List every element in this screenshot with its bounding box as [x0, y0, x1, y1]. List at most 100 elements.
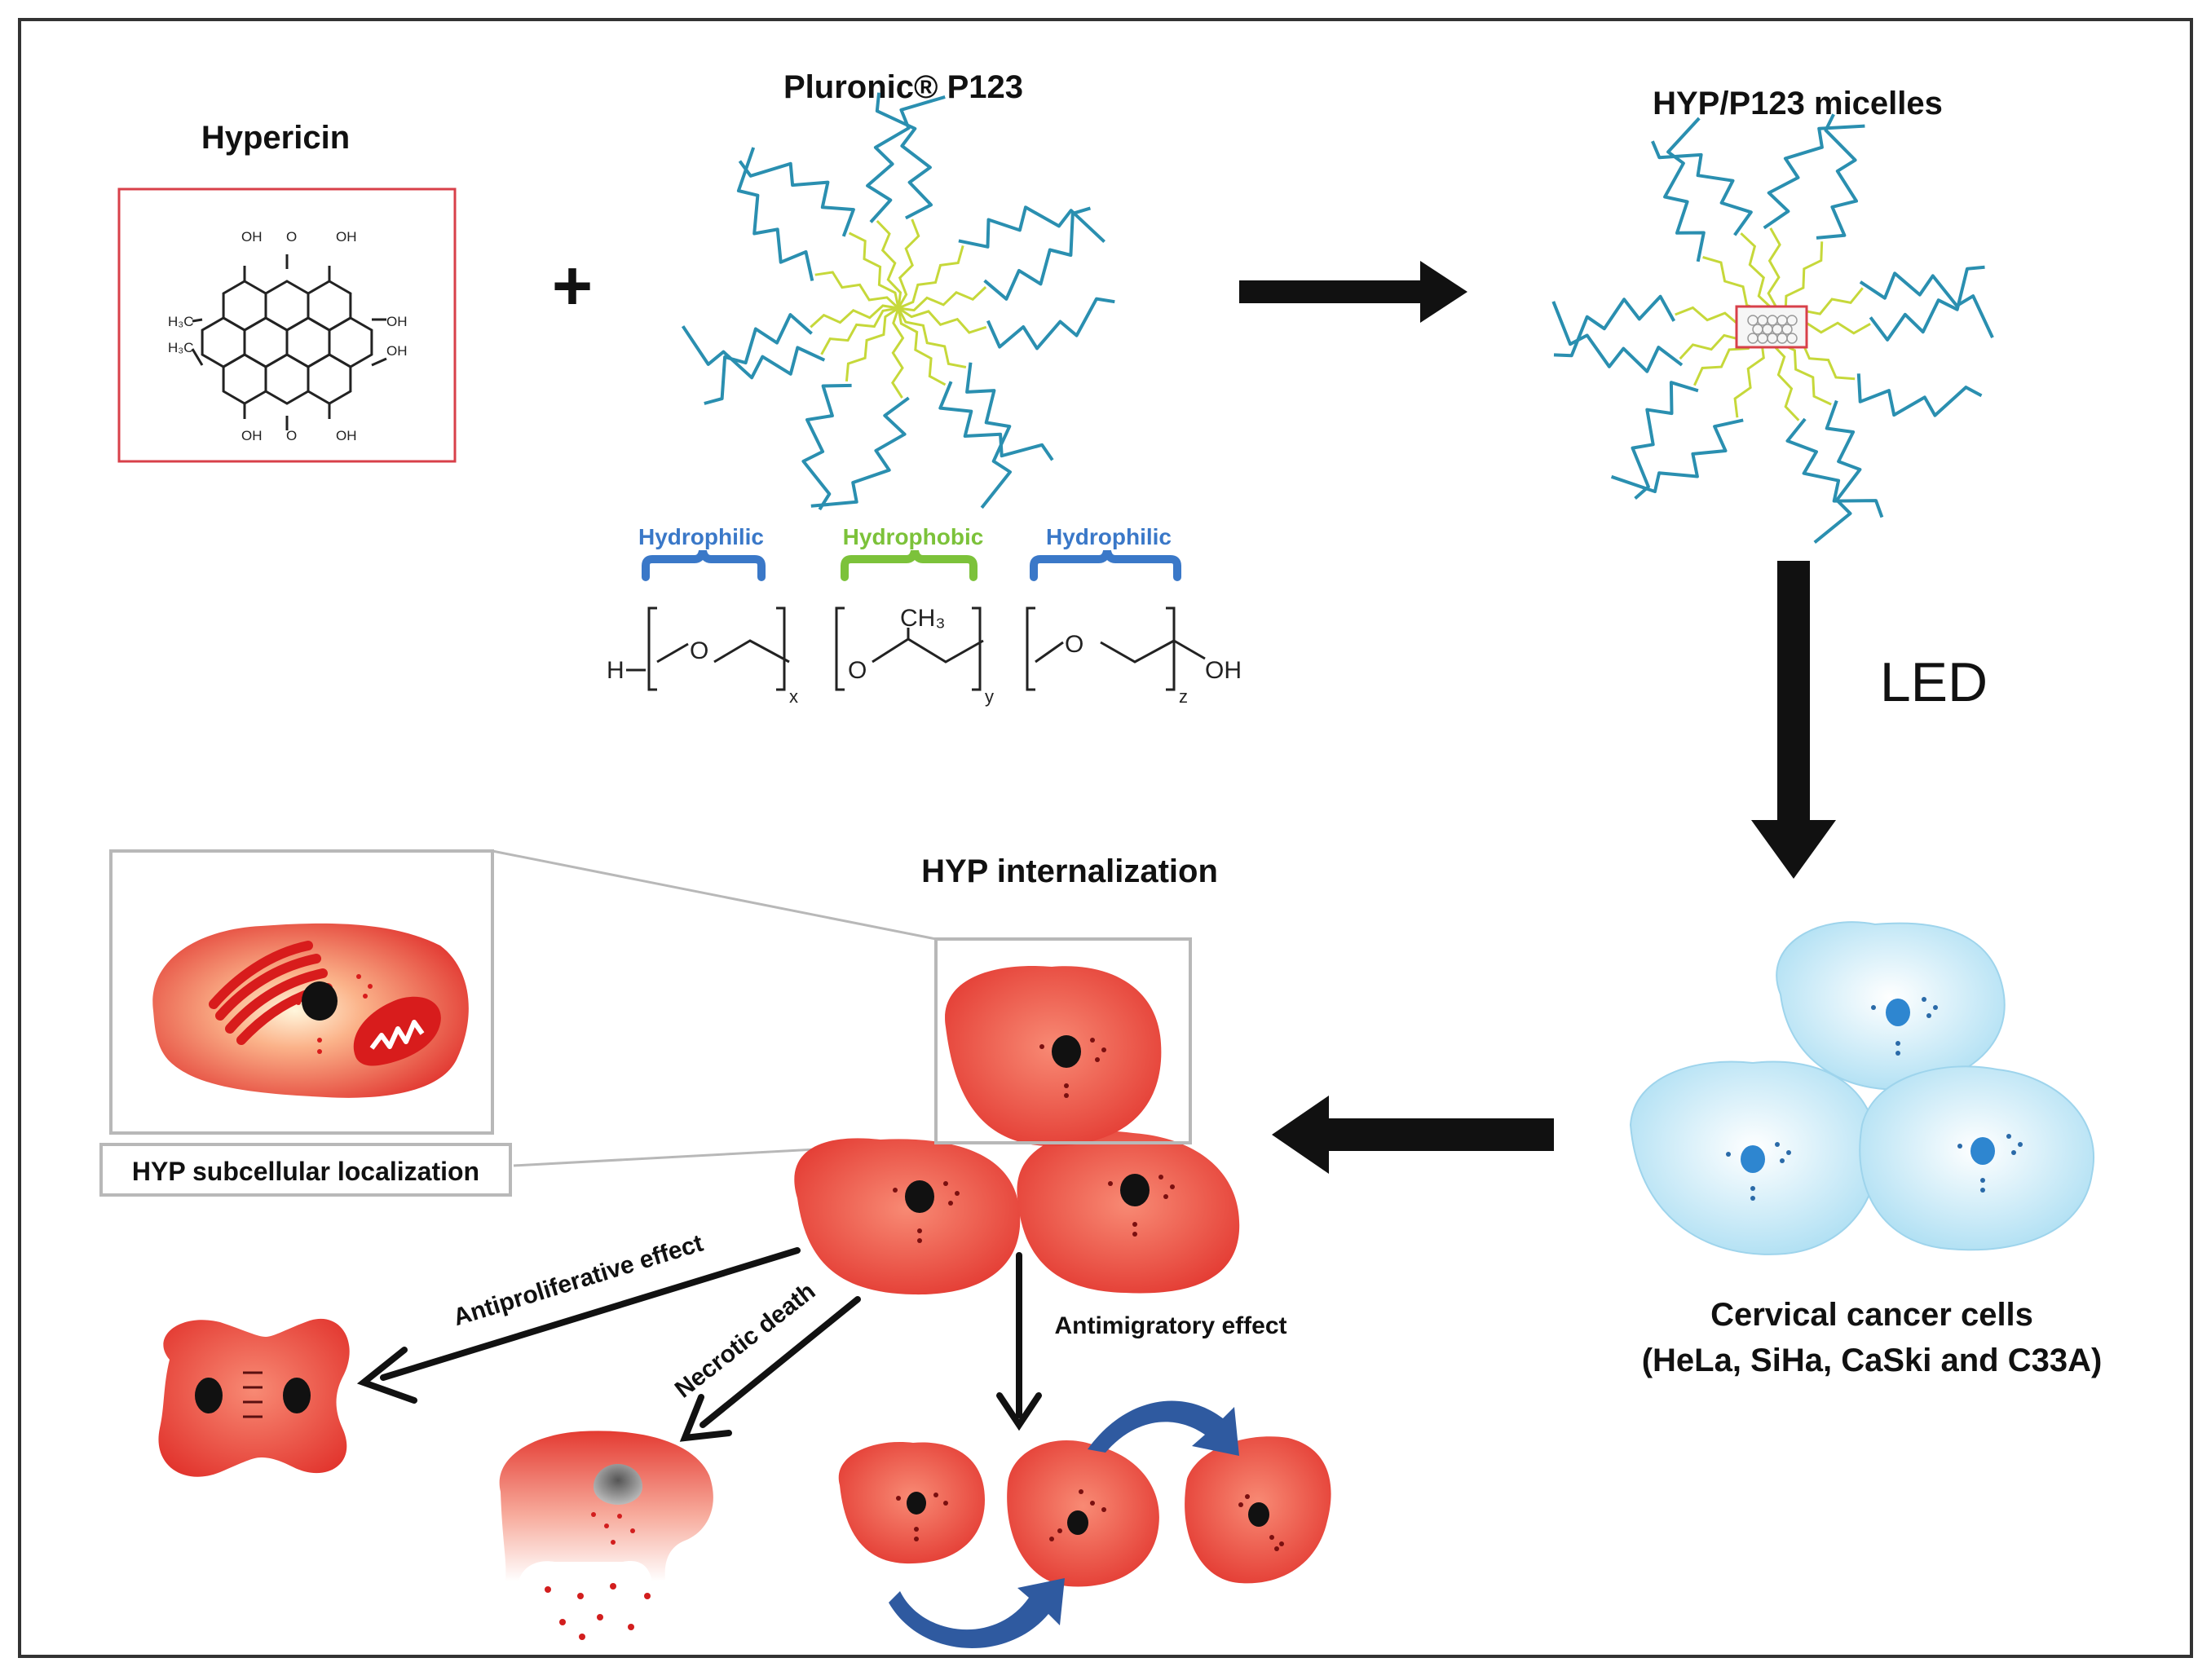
hypericin-bond	[192, 318, 203, 323]
micelle-core-structure	[1747, 315, 1798, 344]
hydrophilic-chain	[1816, 113, 1858, 240]
hydrophilic-chain	[801, 383, 852, 511]
hydrophilic-chain	[1856, 373, 1983, 417]
oh-label-4: OH	[386, 343, 408, 359]
formula-ch3: CH₃	[900, 605, 946, 632]
red-cell-bottom-left	[794, 1138, 1021, 1295]
p123-formula	[626, 606, 1206, 691]
migration-curved-arrows	[889, 1400, 1239, 1648]
blue-cell-dots	[1726, 997, 2023, 1201]
oh-label-1: OH	[241, 229, 263, 245]
cervical-cells	[1629, 921, 2094, 1255]
oh-label-6: OH	[336, 428, 357, 443]
hydrophobic-label: Hydrophobic	[843, 524, 984, 549]
hydrophilic-chain	[1859, 271, 1994, 338]
hydrophobic-chain	[820, 306, 899, 355]
hydrophobic-chain	[810, 304, 899, 329]
formula-oh: OH	[1205, 657, 1242, 684]
led-label: LED	[1880, 651, 1988, 713]
hydrophobic-chain	[898, 286, 987, 312]
hypericin-label: Hypericin	[201, 120, 350, 156]
hydrophilic-chain	[736, 147, 814, 281]
hydrophilic-chain	[681, 325, 826, 380]
arrow-to-micelles	[1239, 261, 1467, 323]
oh-label-2: OH	[336, 229, 357, 245]
hydrophilic-chain	[1610, 418, 1744, 493]
hydrophilic-chain	[1663, 117, 1706, 262]
blue-nucleus-top	[1886, 999, 1910, 1026]
hydrophobic-chain	[898, 245, 964, 310]
hydrophilic-chain	[875, 92, 933, 220]
hydrophilic-chain	[965, 362, 1012, 509]
formula-o-1: O	[690, 637, 708, 664]
hydrophobic-chain	[876, 219, 902, 309]
formula-y: y	[985, 686, 994, 707]
hydrophobic-chain	[848, 231, 900, 309]
h3c-label-2: H₃C	[168, 340, 193, 355]
p123-formula-labels: H O x O CH₃ y O z OH	[607, 605, 1242, 707]
hydrophilic-chain	[738, 160, 855, 237]
necrotic-nucleus	[594, 1464, 642, 1505]
hydrophobic-chain	[814, 271, 900, 310]
effect-arrowheads	[356, 1347, 1042, 1442]
hydrophilic-chain	[1651, 140, 1753, 236]
o-label-1: O	[286, 229, 297, 245]
hydrophobic-chain	[897, 307, 947, 386]
hydrophilic-chain	[938, 381, 1054, 461]
led-arrow	[1751, 561, 1836, 879]
necrotic-cell	[499, 1431, 713, 1640]
subcellular-label-box	[99, 1143, 512, 1197]
hypericin-structure	[191, 254, 387, 430]
hydrophilic-chain	[1785, 417, 1884, 518]
migrating-cells	[838, 1436, 1331, 1587]
golgi-stacks	[209, 941, 333, 1045]
formula-z: z	[1179, 686, 1188, 707]
blue-nucleus-left	[1741, 1145, 1765, 1173]
subcellular-cell	[152, 923, 469, 1098]
hydrophilic-chain	[810, 396, 910, 508]
formula-o-2: O	[848, 657, 867, 684]
effect-arrows	[380, 1247, 1022, 1428]
hydrophilic-chain	[1869, 265, 1985, 342]
outer-frame	[18, 18, 2193, 1658]
hydrophobic-chain	[891, 307, 905, 399]
zoom-line-top	[492, 849, 937, 941]
plus-sign: +	[552, 247, 593, 325]
oh-label-3: OH	[386, 314, 408, 329]
dividing-cell	[158, 1318, 350, 1477]
micelle-star	[1551, 113, 1994, 544]
hydrophilic-chain	[1631, 381, 1699, 500]
hydrophobic-chain	[897, 307, 967, 368]
formula-h: H	[607, 657, 624, 684]
o-label-2: O	[286, 428, 297, 443]
subcellular-label: HYP subcellular localization	[132, 1157, 479, 1186]
cervical-label-line1: Cervical cancer cells	[1710, 1297, 2033, 1333]
cervical-label-line2: (HeLa, SiHa, CaSki and C33A)	[1642, 1343, 2103, 1378]
hydrophilic-chain	[986, 297, 1115, 351]
hydrophilic-chain	[866, 95, 946, 223]
hypericin-bond	[191, 348, 204, 366]
hydrophobic-chain	[897, 218, 920, 309]
micelles-label: HYP/P123 micelles	[1653, 86, 1943, 121]
red-cell-bottom-right	[1017, 1131, 1240, 1294]
hydrophilic-chain	[704, 313, 813, 405]
brace-right	[1030, 549, 1181, 581]
necrotic-label: Necrotic death	[670, 1277, 821, 1403]
brace-middle	[841, 549, 978, 581]
hydrophobic-chain	[898, 306, 987, 334]
hydrophilic-label-right: Hydrophilic	[1046, 524, 1172, 549]
oh-label-5: OH	[241, 428, 263, 443]
h3c-label-1: H₃C	[168, 314, 193, 329]
hydrophobic-chain	[845, 306, 899, 382]
blue-nucleus-right	[1970, 1137, 1995, 1165]
hydrophilic-chain	[1813, 399, 1862, 544]
hydrophilic-chain	[958, 205, 1106, 249]
hydrophilic-chain	[1553, 294, 1676, 358]
hydrophilic-chain	[1763, 124, 1865, 230]
red-cell-cluster	[794, 965, 1240, 1295]
hydrophilic-chain	[1551, 301, 1684, 373]
arrow-to-internalization	[1272, 1096, 1554, 1174]
pluronic-label: Pluronic® P123	[783, 69, 1023, 105]
